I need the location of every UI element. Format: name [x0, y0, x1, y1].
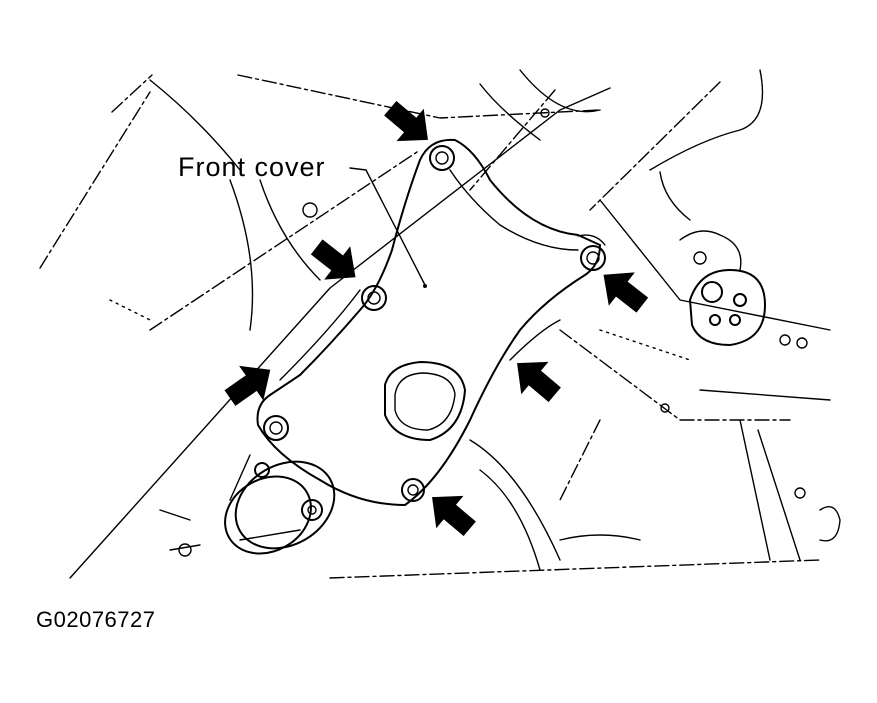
pointer-arrow: [432, 495, 476, 537]
transmission-mount: [679, 230, 841, 542]
pointer-arrows: [224, 100, 649, 537]
callout-leader-line: [349, 167, 426, 286]
vehicle-body-linework: [39, 69, 831, 579]
pointer-arrow: [224, 365, 271, 406]
pointer-arrow: [384, 100, 428, 142]
mounting-bolt: [263, 415, 289, 441]
mounting-bolt: [361, 285, 387, 311]
mounting-bolt: [429, 145, 455, 171]
callout-leader-dot: [423, 284, 427, 288]
mounting-bolt: [580, 245, 606, 271]
pointer-arrow: [517, 361, 561, 403]
front-cover-bracket: [256, 138, 606, 506]
driveshaft-flange: [224, 454, 336, 555]
mounting-bolts: [263, 145, 606, 502]
pointer-arrow: [603, 272, 649, 313]
callout-label: Front cover: [178, 152, 326, 182]
figure-id: G02076727: [36, 607, 156, 632]
pointer-arrow: [310, 239, 356, 280]
mounting-bolt: [401, 478, 425, 502]
